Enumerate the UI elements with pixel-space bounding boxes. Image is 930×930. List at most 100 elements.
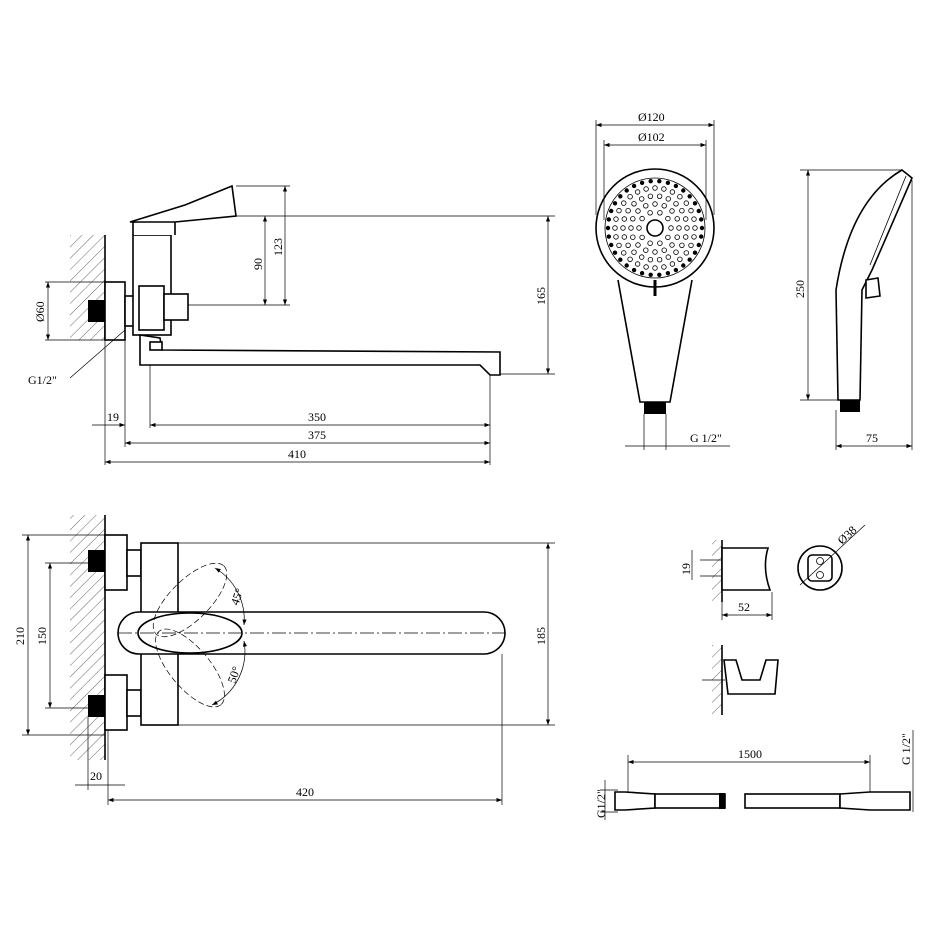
dim-75: 75: [866, 431, 878, 445]
nozzle: [639, 215, 645, 222]
nozzle: [683, 234, 689, 240]
dim-250: 250: [793, 280, 807, 298]
nozzle: [673, 201, 679, 207]
nozzles: [605, 178, 705, 277]
nozzle: [683, 216, 689, 222]
nozzle: [613, 216, 619, 222]
shower-side-profile: [835, 169, 913, 401]
wall-flange: [104, 281, 126, 341]
nozzle: [673, 249, 679, 255]
nozzle: [643, 264, 649, 270]
nozzle: [677, 193, 683, 200]
nozzle: [631, 201, 637, 207]
nozzle: [612, 225, 618, 231]
nozzle: [656, 257, 663, 263]
nozzle: [657, 240, 663, 246]
nozzle: [699, 217, 704, 222]
dim-1500: 1500: [738, 747, 762, 761]
nozzle: [647, 193, 654, 199]
dim-thread-shower: G 1/2": [690, 431, 722, 445]
nozzle: [673, 183, 679, 189]
dim-90: 90: [251, 258, 265, 270]
dim-420: 420: [296, 785, 314, 799]
nozzle: [635, 242, 641, 248]
nozzle: [665, 234, 671, 241]
dim-holder-19: 19: [679, 563, 693, 575]
nozzle: [618, 194, 623, 199]
nozzle: [656, 193, 663, 199]
nozzle: [652, 185, 658, 191]
nozzle: [669, 208, 675, 214]
nozzle: [679, 242, 685, 248]
nozzle: [621, 250, 627, 256]
nozzle: [631, 183, 637, 189]
nozzle: [677, 256, 683, 262]
nozzle: [669, 261, 676, 267]
nozzle: [647, 257, 654, 263]
nozzle: [621, 216, 627, 222]
nozzle: [657, 272, 662, 277]
nozzle: [635, 208, 641, 214]
nozzle: [699, 225, 705, 231]
nozzle: [661, 264, 667, 270]
shower-head-side: 250 75: [793, 169, 913, 450]
shower-handle: [617, 279, 693, 403]
dim-102: Ø102: [638, 130, 665, 144]
nozzle: [679, 207, 685, 214]
nozzle: [605, 225, 611, 231]
nozzle: [634, 261, 641, 267]
faucet-top-view: 45° 50° 210 150 185 20 420: [13, 515, 555, 805]
nozzle: [661, 203, 667, 209]
nozzle: [621, 234, 627, 240]
nozzle: [692, 225, 698, 231]
nozzle: [683, 200, 689, 206]
nozzle: [627, 256, 633, 262]
dim-185: 185: [534, 627, 548, 645]
faucet-side-view: Ø60 G1/2" 19 350 375 410 90 123 165: [28, 184, 555, 465]
nozzle: [665, 215, 671, 222]
nozzle: [606, 234, 611, 239]
nozzle: [625, 242, 631, 248]
nozzle: [669, 189, 676, 195]
nozzle: [639, 271, 645, 276]
nozzle: [696, 208, 701, 214]
nozzle: [665, 196, 671, 202]
holder-side: [721, 547, 772, 591]
wall-pipe: [88, 300, 105, 322]
angle-45: 45°: [228, 586, 247, 607]
dim-120: Ø120: [638, 110, 665, 124]
nozzle: [643, 203, 649, 209]
nozzle: [631, 267, 637, 273]
nozzle: [665, 254, 671, 260]
nozzle: [647, 210, 653, 216]
nozzle: [688, 207, 694, 214]
nozzle: [674, 234, 680, 240]
nozzle: [687, 257, 692, 262]
dim-thread: G1/2": [28, 373, 57, 387]
nozzle: [661, 247, 667, 253]
dim-123: 123: [271, 238, 285, 256]
hose-thread-left: G1/2": [594, 789, 608, 818]
nozzle: [631, 249, 637, 255]
nozzle: [648, 178, 653, 184]
nozzle: [674, 216, 680, 222]
nozzle: [681, 263, 686, 268]
dim-165: 165: [534, 287, 548, 305]
dim-flange-diameter: Ø60: [33, 301, 47, 322]
nozzle: [691, 234, 697, 240]
nozzle: [652, 249, 658, 255]
nozzle: [613, 234, 619, 240]
nozzle: [661, 186, 667, 192]
nozzle: [652, 201, 658, 207]
nozzle: [688, 242, 694, 249]
nozzle: [639, 180, 645, 185]
nozzle: [665, 180, 671, 185]
nozzle: [643, 247, 649, 253]
nozzle: [676, 225, 682, 231]
nozzle: [612, 201, 618, 206]
nozzle: [609, 242, 614, 248]
nozzle: [692, 250, 698, 255]
nozzle: [639, 234, 645, 241]
dim-20: 20: [90, 769, 102, 783]
